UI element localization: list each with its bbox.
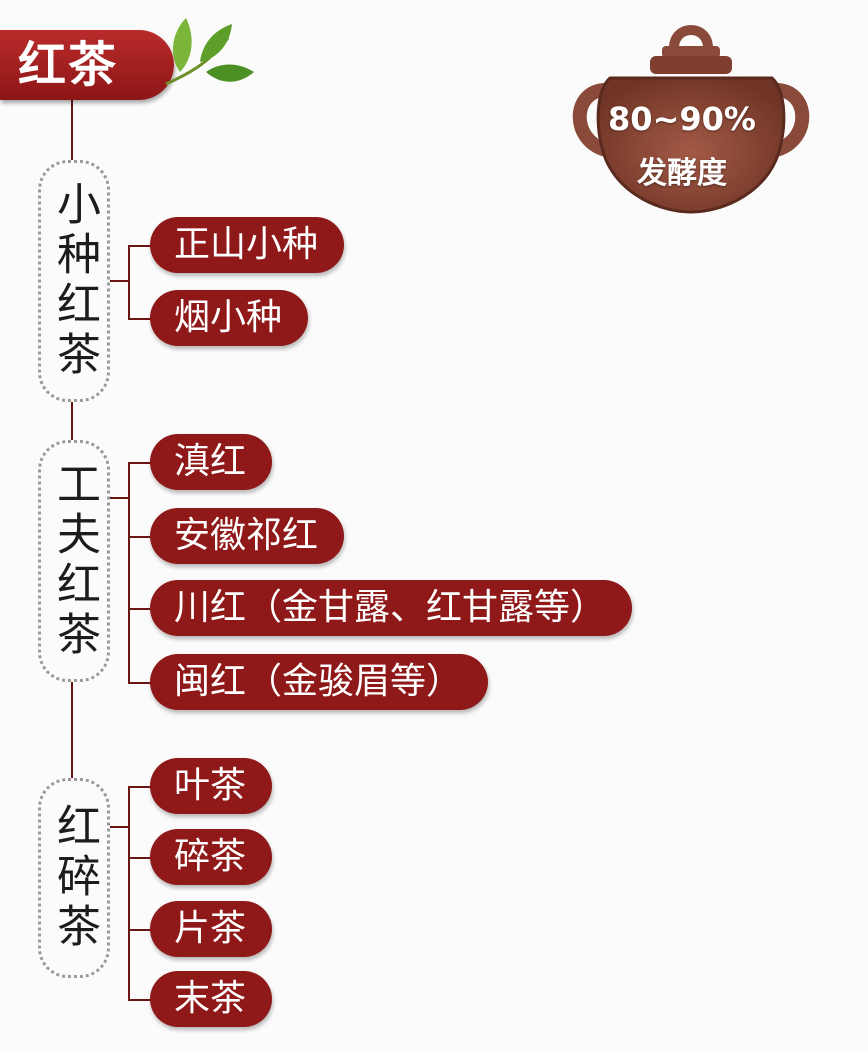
tea-item: 滇红 [150, 434, 273, 490]
tea-item: 闽红（金骏眉等） [150, 654, 489, 710]
group-1-box: 小种红茶 [38, 160, 110, 402]
group-3-branch [128, 857, 152, 859]
fermentation-label: 发酵度 [637, 156, 727, 191]
tea-item: 叶茶 [150, 758, 273, 814]
tea-leaf-icon [165, 18, 254, 86]
tea-item: 安徽祁红 [150, 508, 345, 564]
group-2-box: 工夫红茶 [38, 440, 110, 682]
group-1-branch [128, 318, 152, 320]
tea-pot-icon [572, 25, 810, 214]
title-pill: 红茶 [0, 30, 174, 100]
group-2-branch [128, 608, 152, 610]
group-3-branch [128, 929, 152, 931]
group-2-branch [128, 536, 152, 538]
group-3-bracket [128, 786, 130, 1000]
tea-item: 正山小种 [150, 217, 345, 273]
group-label: 小种红茶 [49, 181, 100, 381]
group-2-bracket [128, 462, 130, 683]
tea-item: 碎茶 [150, 829, 273, 885]
group-3-connector [104, 826, 130, 828]
group-2-connector [104, 497, 130, 499]
group-1-connector [104, 280, 130, 282]
group-3-branch [128, 786, 152, 788]
group-3-branch [128, 999, 152, 1001]
tea-item: 烟小种 [150, 290, 309, 346]
group-label: 红碎茶 [49, 803, 100, 953]
group-2-branch [128, 682, 152, 684]
group-label: 工夫红茶 [49, 461, 100, 661]
group-1-branch [128, 245, 152, 247]
fermentation-percent: 80~90% [608, 100, 756, 138]
group-3-box: 红碎茶 [38, 778, 110, 978]
tea-item: 片茶 [150, 901, 273, 957]
group-2-branch [128, 462, 152, 464]
group-1-bracket [128, 246, 130, 319]
tea-item: 川红（金甘露、红甘露等） [150, 580, 633, 636]
tea-item: 末茶 [150, 971, 273, 1027]
page-title: 红茶 [18, 37, 119, 93]
